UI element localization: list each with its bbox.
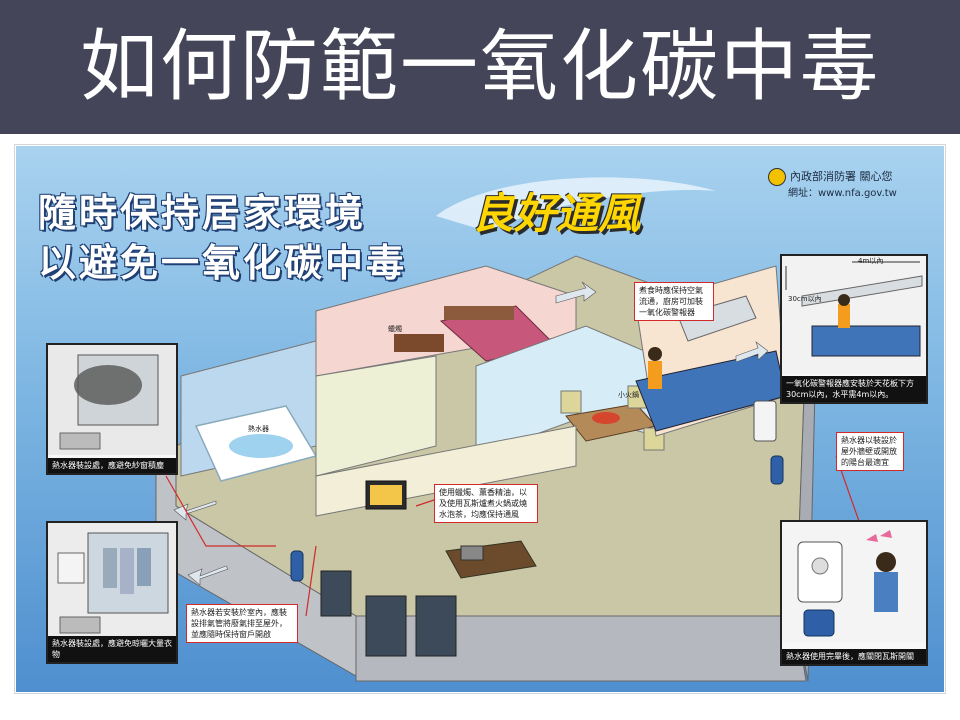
gas-cylinder-1 bbox=[290, 550, 304, 582]
vent-arrow-1 bbox=[555, 281, 597, 304]
inset-right-top-art bbox=[782, 256, 926, 374]
vent-arrow-4 bbox=[735, 341, 769, 363]
range-hood bbox=[677, 295, 757, 342]
hotpot bbox=[592, 412, 620, 424]
outer-wall-front bbox=[355, 615, 807, 682]
window-3 bbox=[415, 595, 457, 657]
headline-line-1: 隨時保持居家環境 bbox=[38, 191, 367, 235]
inset-left-bottom: 熱水器裝設處，應避免晾曬大量衣物 bbox=[46, 521, 178, 664]
emblem-icon bbox=[768, 168, 786, 186]
gas-cylinder-2 bbox=[770, 455, 784, 485]
callout-balcony: 熱水器以裝設於屋外牆壁或開放的陽台最適宜 bbox=[836, 432, 904, 471]
chair-1 bbox=[560, 390, 582, 414]
bathroom-label: 熱水器 bbox=[248, 425, 269, 433]
window-1 bbox=[320, 570, 352, 617]
inset-right-bottom-caption: 熱水器使用完畢後，應關閉瓦斯開關 bbox=[782, 649, 926, 664]
bath-partition bbox=[315, 355, 437, 477]
desk bbox=[394, 334, 444, 352]
callout-heater-indoor: 熱水器若安裝於室內，應裝設排氣管將廢氣排至屋外，並應隨時保持窗戶開啟 bbox=[186, 604, 298, 643]
house-illustration bbox=[155, 177, 867, 682]
inset-right-top-measure-top: 4m以內 bbox=[858, 257, 884, 265]
callout-kitchen: 煮食時應保持空氣流通，廚房可加裝一氧化碳警報器 bbox=[634, 282, 714, 321]
bedroom-label: 蠟燭 bbox=[388, 325, 402, 333]
bath-water bbox=[229, 434, 293, 458]
vent-arrow-3 bbox=[187, 565, 229, 586]
agency-credit: 內政部消防署 關心您 網址：www.nfa.gov.tw bbox=[768, 168, 897, 201]
bed-headboard bbox=[444, 306, 514, 320]
credit-line-2: 網址：www.nfa.gov.tw bbox=[788, 188, 897, 199]
inset-right-bottom-art bbox=[782, 522, 926, 642]
inset-right-top-caption: 一氧化碳警報器應安裝於天花板下方30cm以內，水平需4m以內。 bbox=[782, 376, 926, 402]
inset-right-bottom: 熱水器使用完畢後，應關閉瓦斯開關 bbox=[780, 520, 928, 666]
header-band: 如何防範一氧化碳中毒 bbox=[0, 0, 960, 134]
inset-left-bottom-art bbox=[48, 523, 176, 639]
page-title: 如何防範一氧化碳中毒 bbox=[79, 22, 880, 112]
poster-image: 隨時保持居家環境 以避免一氧化碳中毒 良好通風 內政部消防署 關心您 網址：ww… bbox=[16, 146, 944, 692]
dining-label: 小火鍋 bbox=[618, 391, 639, 399]
inset-left-top-caption: 熱水器裝設處，應避免紗窗積塵 bbox=[48, 458, 176, 473]
callout-living: 使用蠟燭、薰香精油，以及使用瓦斯爐煮火鍋或燒水泡茶，均應保持通風 bbox=[434, 484, 538, 523]
headline-line-2: 以避免一氧化碳中毒 bbox=[38, 241, 408, 285]
credit-line-1: 內政部消防署 關心您 bbox=[790, 170, 893, 183]
cook-figure bbox=[648, 361, 662, 389]
inset-right-top-measure-side: 30cm以內 bbox=[788, 295, 822, 303]
inset-left-top: 熱水器裝設處，應避免紗窗積塵 bbox=[46, 343, 178, 475]
inset-right-top: 4m以內 30cm以內 一氧化碳警報器應安裝於天花板下方30cm以內，水平需4m… bbox=[780, 254, 928, 404]
window-2 bbox=[365, 595, 407, 657]
inset-left-top-art bbox=[48, 345, 176, 455]
gas-stove bbox=[460, 545, 484, 561]
inset-left-bottom-caption: 熱水器裝設處，應避免晾曬大量衣物 bbox=[48, 636, 176, 662]
vent-arrow-2 bbox=[173, 500, 217, 521]
slogan: 良好通風 bbox=[472, 189, 641, 238]
wind-swirl bbox=[436, 177, 716, 231]
water-heater bbox=[753, 400, 777, 442]
